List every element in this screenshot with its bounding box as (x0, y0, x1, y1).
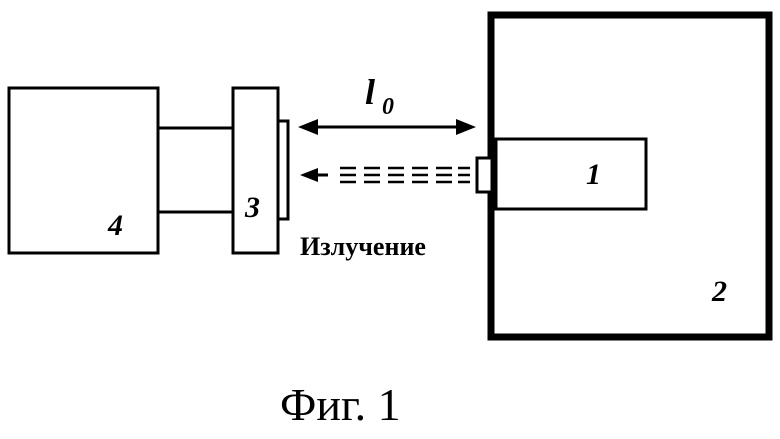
figure-caption: Фиг. 1 (280, 379, 401, 430)
distance-symbol: l (365, 72, 375, 112)
block-2-label: 2 (711, 275, 727, 308)
distance-arrow-right-head (456, 119, 476, 135)
block-3 (233, 88, 278, 253)
radiation-beam (340, 168, 470, 182)
source-aperture (477, 158, 492, 192)
distance-arrow-left-head (298, 119, 318, 135)
block-1-label: 1 (586, 158, 601, 191)
block-4-label: 4 (107, 209, 123, 242)
radiation-label: Излучение (300, 232, 426, 261)
detector-window (278, 121, 288, 219)
distance-label: l 0 (365, 72, 394, 120)
block-3-label: 3 (244, 191, 260, 224)
distance-subscript: 0 (382, 94, 394, 120)
block-1 (496, 139, 646, 209)
block-4 (9, 88, 158, 253)
